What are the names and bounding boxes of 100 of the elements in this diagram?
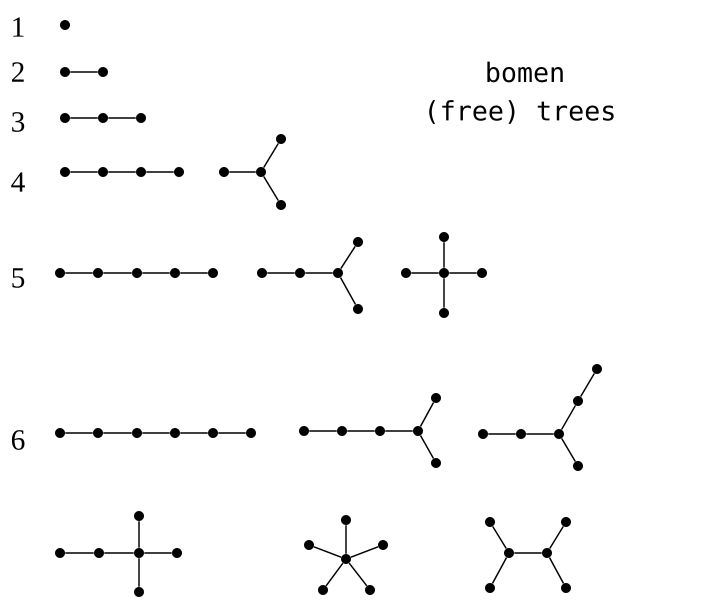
tree-edge — [514, 552, 542, 554]
tree-edge — [314, 546, 342, 558]
vertex-dot — [60, 113, 70, 123]
tree-edge — [180, 272, 208, 274]
tree-edge — [347, 430, 375, 432]
tree-edge — [142, 272, 170, 274]
vertex-dot — [93, 268, 103, 278]
heading-text: bomen — [487, 62, 563, 82]
tree-edge — [138, 521, 140, 548]
size-number: 1 — [13, 17, 24, 37]
size-number: 2 — [12, 62, 24, 82]
vertex-dot — [276, 134, 286, 144]
vertex-dot — [55, 548, 65, 558]
vertex-dot — [136, 113, 146, 123]
tree-edge — [488, 433, 516, 435]
vertex-dot — [208, 268, 218, 278]
vertex-dot — [485, 583, 495, 593]
tree-edge — [348, 562, 368, 586]
vertex-dot — [304, 540, 314, 550]
vertex-dot — [318, 585, 328, 595]
tree-edge — [449, 272, 477, 274]
size-number: 5 — [12, 268, 24, 288]
tree-edge — [420, 435, 434, 459]
vertex-dot — [485, 517, 495, 527]
tree-edge — [70, 71, 98, 73]
tree-edge — [229, 171, 256, 173]
tree-edge — [142, 432, 170, 434]
tree-edge — [146, 171, 174, 173]
vertex-dot — [257, 268, 267, 278]
vertex-dot — [375, 426, 385, 436]
tree-edge — [70, 117, 98, 119]
tree-edge — [65, 432, 93, 434]
vertex-dot — [98, 113, 108, 123]
vertex-dot — [477, 268, 487, 278]
vertex-dot — [60, 67, 70, 77]
vertex-dot — [573, 396, 583, 406]
size-number: 4 — [11, 172, 25, 192]
tree-edge — [144, 552, 172, 554]
tree-edge — [70, 171, 98, 173]
tree-edge — [492, 557, 508, 584]
tree-edge — [340, 277, 356, 305]
tree-edge — [526, 433, 554, 435]
vertex-dot — [439, 232, 449, 242]
size-number: 6 — [12, 430, 24, 450]
vertex-dot — [93, 428, 103, 438]
vertex-dot — [94, 548, 104, 558]
vertex-dot — [478, 429, 488, 439]
vertex-dot — [401, 268, 411, 278]
heading-text: (free) trees — [429, 100, 614, 124]
vertex-dot — [516, 429, 526, 439]
tree-edge — [443, 278, 445, 308]
vertex-dot — [542, 548, 552, 558]
vertex-dot — [98, 67, 108, 77]
vertex-dot — [341, 515, 351, 525]
vertex-dot — [337, 426, 347, 436]
tree-edge — [138, 558, 140, 587]
vertex-dot — [98, 167, 108, 177]
vertex-dot — [378, 540, 388, 550]
vertex-dot — [256, 167, 266, 177]
vertex-dot — [132, 268, 142, 278]
tree-edge — [350, 546, 378, 558]
vertex-dot — [170, 428, 180, 438]
tree-edge — [108, 117, 136, 119]
tree-edge — [443, 242, 445, 268]
vertex-dot — [60, 167, 70, 177]
tree-edge — [263, 176, 279, 201]
vertex-dot — [132, 428, 142, 438]
tree-edge — [305, 272, 333, 274]
tree-edge — [65, 552, 94, 554]
vertex-dot — [219, 167, 229, 177]
tree-edge — [345, 525, 347, 554]
tree-edge — [326, 562, 344, 586]
tree-edge — [561, 438, 576, 462]
tree-edge — [309, 430, 337, 432]
vertex-dot — [299, 426, 309, 436]
vertex-dot — [55, 428, 65, 438]
vertex-dot — [60, 20, 70, 30]
tree-edge — [340, 246, 356, 269]
tree-edge — [385, 430, 413, 432]
vertex-dot — [295, 268, 305, 278]
vertex-dot — [413, 426, 423, 436]
vertex-dot — [136, 167, 146, 177]
vertex-dot — [208, 428, 218, 438]
tree-edge — [580, 373, 595, 397]
size-number: 3 — [12, 112, 24, 132]
vertex-dot — [341, 554, 351, 564]
vertex-dot — [353, 304, 363, 314]
vertex-dot — [134, 511, 144, 521]
vertex-dot — [174, 167, 184, 177]
vertex-dot — [573, 461, 583, 471]
vertex-dot — [134, 548, 144, 558]
vertex-dot — [561, 517, 571, 527]
vertex-dot — [431, 458, 441, 468]
tree-edge — [492, 526, 507, 549]
vertex-dot — [170, 268, 180, 278]
tree-edge — [420, 402, 434, 427]
vertex-dot — [439, 268, 449, 278]
vertex-dot — [504, 548, 514, 558]
tree-edge — [104, 552, 134, 554]
tree-edge — [180, 432, 208, 434]
